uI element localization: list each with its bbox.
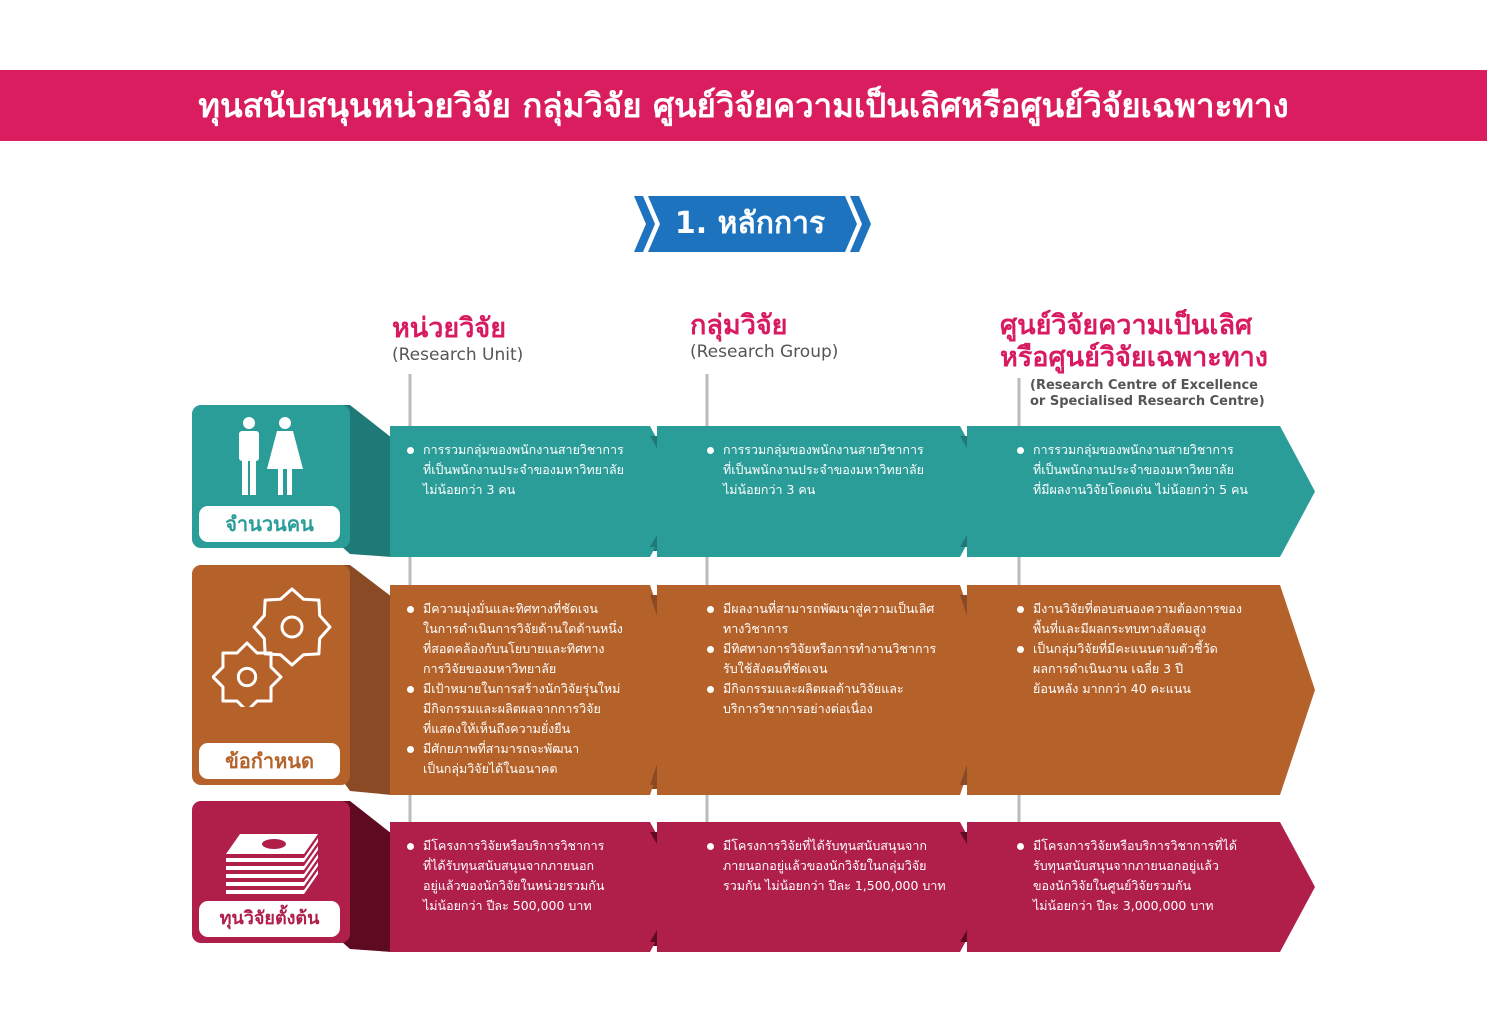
column-title-line1: ศูนย์วิจัยความเป็นเลิศ bbox=[1000, 310, 1253, 341]
bullet-item: เป็นกลุ่มวิจัยที่มีคะแนนตามตัวชี้วัด ผลก… bbox=[1017, 639, 1305, 699]
bullet-item: มีความมุ่งมั่นและทิศทางที่ชัดเจน ในการดำ… bbox=[407, 599, 695, 679]
bullet-item: มีโครงการวิจัยหรือบริการวิชาการ ที่ได้รั… bbox=[407, 836, 695, 916]
money-stack-icon bbox=[222, 828, 322, 898]
cell: มีโครงการวิจัยหรือบริการวิชาการที่ได้ รั… bbox=[1015, 836, 1305, 916]
column-header-research-centre: ศูนย์วิจัยความเป็นเลิศ หรือศูนย์วิจัยเฉพ… bbox=[1000, 310, 1268, 410]
chevron-left-icon bbox=[634, 196, 655, 252]
row-label-box bbox=[192, 565, 350, 785]
row-segment bbox=[967, 585, 1315, 795]
bullet-item: มีผลงานที่สามารถพัฒนาสู่ความเป็นเลิศ ทาง… bbox=[707, 599, 995, 639]
cell: การรวมกลุ่มของพนักงานสายวิชาการ ที่เป็นพ… bbox=[705, 440, 995, 500]
row-segment bbox=[390, 426, 685, 557]
row-segment bbox=[657, 426, 995, 557]
title-banner: ทุนสนับสนุนหน่วยวิจัย กลุ่มวิจัย ศูนย์วิ… bbox=[0, 70, 1487, 141]
bullet-item: การรวมกลุ่มของพนักงานสายวิชาการ ที่เป็นพ… bbox=[407, 440, 695, 500]
row-segment bbox=[390, 585, 685, 795]
column-subtitle-line1: (Research Centre of Excellence bbox=[1030, 378, 1258, 393]
cell: มีผลงานที่สามารถพัฒนาสู่ความเป็นเลิศ ทาง… bbox=[705, 599, 995, 719]
row-label: จำนวนคน bbox=[199, 506, 340, 542]
row-label: ทุนวิจัยตั้งต้น bbox=[199, 901, 340, 937]
bullet-item: มีโครงการวิจัยที่ได้รับทุนสนับสนุนจาก ภา… bbox=[707, 836, 995, 896]
cell: มีโครงการวิจัยที่ได้รับทุนสนับสนุนจาก ภา… bbox=[705, 836, 995, 896]
column-subtitle: (Research Unit) bbox=[392, 345, 524, 365]
bullet-item: มีกิจกรรมและผลิตผลด้านวิจัยและ บริการวิช… bbox=[707, 679, 995, 719]
bullet-item: มีศักยภาพที่สามารถจะพัฒนา เป็นกลุ่มวิจัย… bbox=[407, 739, 695, 779]
row-segment bbox=[967, 822, 1315, 952]
column-title-line2: หรือศูนย์วิจัยเฉพาะทาง bbox=[1000, 342, 1268, 373]
row-label: ข้อกำหนด bbox=[199, 743, 340, 779]
bullet-item: มีโครงการวิจัยหรือบริการวิชาการที่ได้ รั… bbox=[1017, 836, 1305, 916]
column-header-research-group: กลุ่มวิจัย (Research Group) bbox=[690, 310, 838, 362]
row-segment bbox=[390, 822, 685, 952]
column-header-research-unit: หน่วยวิจัย (Research Unit) bbox=[392, 313, 523, 365]
row-segment bbox=[657, 822, 995, 952]
cell: มีความมุ่งมั่นและทิศทางที่ชัดเจน ในการดำ… bbox=[405, 599, 695, 779]
column-subtitle-line2: or Specialised Research Centre) bbox=[1030, 394, 1265, 409]
chevron-right-icon bbox=[850, 196, 871, 252]
cell: การรวมกลุ่มของพนักงานสายวิชาการ ที่เป็นพ… bbox=[1015, 440, 1305, 500]
cell: การรวมกลุ่มของพนักงานสายวิชาการ ที่เป็นพ… bbox=[405, 440, 695, 500]
people-icon bbox=[235, 417, 305, 497]
bullet-item: มีงานวิจัยที่ตอบสนองความต้องการของ พื้นท… bbox=[1017, 599, 1305, 639]
column-title: หน่วยวิจัย bbox=[392, 313, 507, 344]
bullet-item: การรวมกลุ่มของพนักงานสายวิชาการ ที่เป็นพ… bbox=[707, 440, 995, 500]
column-subtitle: (Research Group) bbox=[690, 342, 839, 362]
row-segment bbox=[967, 426, 1315, 557]
section-badge bbox=[634, 196, 871, 252]
cell: มีโครงการวิจัยหรือบริการวิชาการ ที่ได้รั… bbox=[405, 836, 695, 916]
bullet-item: มีทิศทางการวิจัยหรือการทำงานวิชาการ รับใ… bbox=[707, 639, 995, 679]
section-label: 1. หลักการ bbox=[674, 206, 826, 241]
bullet-item: การรวมกลุ่มของพนักงานสายวิชาการ ที่เป็นพ… bbox=[1017, 440, 1305, 500]
column-title: กลุ่มวิจัย bbox=[690, 310, 788, 341]
bullet-item: มีเป้าหมายในการสร้างนักวิจัยรุ่นใหม่ มีก… bbox=[407, 679, 695, 739]
gears-icon bbox=[211, 587, 342, 713]
row-segment bbox=[657, 585, 995, 795]
cell: มีงานวิจัยที่ตอบสนองความต้องการของ พื้นท… bbox=[1015, 599, 1305, 699]
